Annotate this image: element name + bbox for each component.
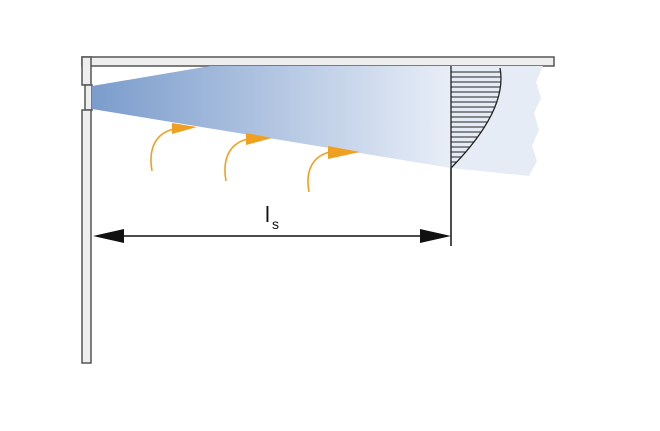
left-wall-upper [81, 56, 92, 86]
induction-arrow-1 [150, 123, 197, 172]
ceiling [81, 56, 555, 67]
dimension-arrow-right [420, 229, 451, 243]
jet-continuation [451, 66, 543, 176]
outlet-nozzle [84, 84, 93, 111]
dimension-arrow-left [93, 229, 124, 243]
induction-arrow-2 [224, 133, 272, 182]
air-jet [92, 66, 451, 168]
left-wall-lower [81, 109, 92, 364]
induction-arrow-3 [307, 146, 360, 193]
